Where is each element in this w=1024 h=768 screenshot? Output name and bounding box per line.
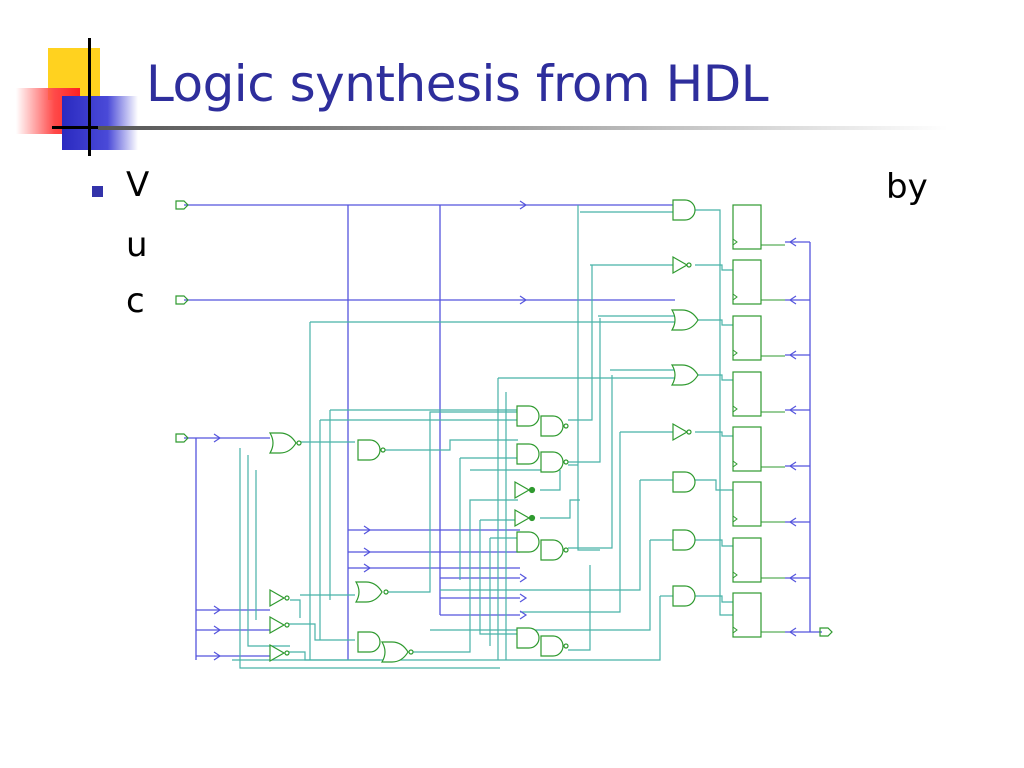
- or-gate-icon: [670, 364, 699, 386]
- output-port-icon: [819, 627, 833, 637]
- or-gate-icon: [380, 641, 409, 663]
- inverter-icon: [514, 480, 531, 500]
- and-gate-icon: [540, 415, 564, 437]
- or-gate-icon: [354, 581, 383, 603]
- bullet-marker: [92, 186, 103, 197]
- and-gate-icon: [516, 531, 540, 553]
- or-gate-icon: [268, 432, 297, 454]
- input-port-icon: [175, 200, 189, 210]
- flip-flop-icon: [732, 592, 762, 638]
- flip-flop-icon: [732, 259, 762, 305]
- flip-flop-details: [732, 238, 785, 634]
- and-gate-icon: [516, 443, 540, 465]
- decor-vertical-line: [88, 38, 91, 156]
- flip-flop-icon: [732, 426, 762, 472]
- and-gate-icon: [672, 471, 696, 493]
- and-gate-icon: [540, 539, 564, 561]
- flip-flop-icon: [732, 315, 762, 361]
- and-gate-icon: [516, 627, 540, 649]
- and-gate-icon: [357, 631, 381, 653]
- input-port-icon: [175, 295, 189, 305]
- arrow-markers: [213, 200, 797, 661]
- bullet-text-fragment-by: by: [886, 167, 928, 207]
- flip-flop-icon: [732, 204, 762, 250]
- decor-horizontal-line: [52, 126, 98, 129]
- and-gate-icon: [672, 585, 696, 607]
- flip-flops: [732, 204, 762, 638]
- flip-flop-icon: [732, 371, 762, 417]
- bullet-text-fragment-3: c: [126, 281, 145, 321]
- and-gate-icon: [672, 199, 696, 221]
- logic-gates: [268, 199, 699, 663]
- flip-flop-icon: [732, 481, 762, 527]
- inverter-icon: [269, 643, 286, 663]
- and-gate-icon: [357, 439, 381, 461]
- inverter-icon: [672, 255, 689, 275]
- and-gate-icon: [540, 635, 564, 657]
- input-port-icon: [175, 433, 189, 443]
- and-gate-icon: [516, 405, 540, 427]
- bullet-text-fragment-2: u: [126, 225, 148, 265]
- title-underline: [98, 126, 948, 130]
- synthesized-circuit-schematic: [168, 186, 848, 676]
- inverter-icon: [269, 615, 286, 635]
- inverter-icon: [514, 508, 531, 528]
- or-gate-icon: [670, 309, 699, 331]
- slide-title: Logic synthesis from HDL: [146, 55, 769, 113]
- flip-flop-icon: [732, 537, 762, 583]
- inverter-icon: [672, 422, 689, 442]
- bullet-text-fragment-1: V: [126, 165, 150, 205]
- decor-blue-square: [62, 96, 138, 150]
- and-gate-icon: [672, 529, 696, 551]
- teal-interconnect-wires: [232, 205, 735, 669]
- inverter-icon: [269, 588, 286, 608]
- input-ports: [175, 200, 833, 637]
- and-gate-icon: [540, 451, 564, 473]
